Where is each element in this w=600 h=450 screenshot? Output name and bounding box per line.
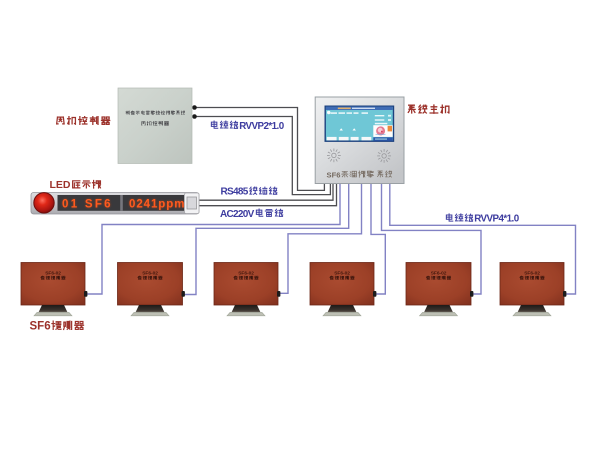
svg-text:SF6: SF6	[327, 170, 341, 179]
svg-text:RS485: RS485	[221, 187, 249, 198]
svg-text:AC220V: AC220V	[220, 209, 255, 220]
svg-text:RVVP4*1.0: RVVP4*1.0	[474, 214, 520, 225]
svg-text:01 SF6: 01 SF6	[62, 198, 113, 210]
svg-text:SF6-02: SF6-02	[238, 270, 254, 276]
svg-text:01 SF6: 01 SF6	[62, 198, 113, 210]
svg-text:SF6-02: SF6-02	[334, 270, 350, 276]
svg-text:LED: LED	[50, 179, 71, 191]
svg-text:SF6-02: SF6-02	[45, 270, 61, 276]
svg-text:RVVP2*1.0: RVVP2*1.0	[239, 121, 285, 132]
svg-text:0241ppm: 0241ppm	[129, 198, 185, 210]
svg-text:0241ppm: 0241ppm	[129, 198, 185, 210]
svg-text:SF6-02: SF6-02	[524, 270, 540, 276]
svg-text:SF6-02: SF6-02	[431, 270, 447, 276]
svg-text:SF6: SF6	[30, 321, 51, 333]
svg-text:SF6-02: SF6-02	[142, 270, 158, 276]
